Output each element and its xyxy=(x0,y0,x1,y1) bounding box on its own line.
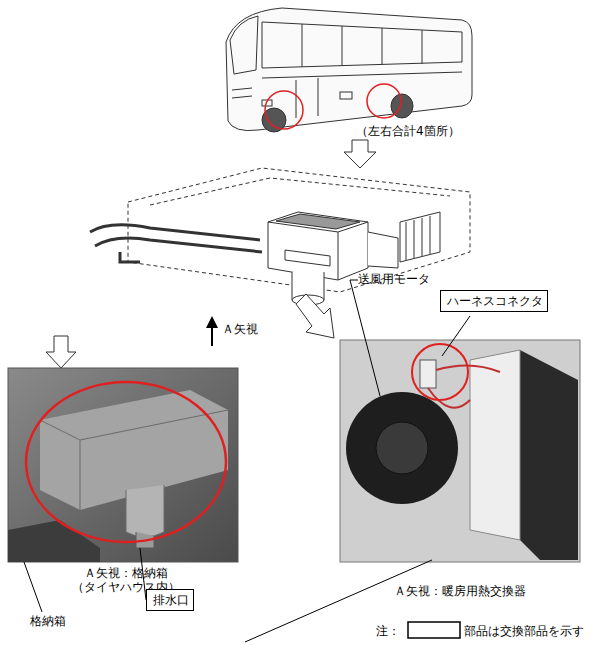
bus-trim xyxy=(232,72,462,98)
hollow-arrow xyxy=(46,336,76,368)
hatch xyxy=(340,92,352,99)
location-circle xyxy=(367,84,401,118)
note-text: 部品は交換部品を示す xyxy=(464,624,584,638)
view-arrow xyxy=(211,326,213,346)
replacement-part-box: 排水口 xyxy=(146,589,194,611)
legend-box xyxy=(408,622,460,638)
leader-line xyxy=(245,560,432,642)
window-pillars xyxy=(302,24,422,67)
fins xyxy=(406,216,430,260)
part-name: 格納箱 xyxy=(30,614,66,628)
leader-line xyxy=(24,562,42,612)
hollow-arrow xyxy=(344,140,376,168)
part-name: 送風用モータ xyxy=(358,272,430,286)
photo-frame xyxy=(340,340,580,562)
motor-hub xyxy=(376,422,428,474)
bus-windows xyxy=(262,22,462,68)
heat-exchanger-photo xyxy=(340,340,580,562)
fins xyxy=(400,212,440,262)
blower-motor xyxy=(346,392,458,504)
heater-grill xyxy=(276,214,360,229)
connector xyxy=(420,360,436,388)
mount-bracket xyxy=(520,350,578,560)
leader-line xyxy=(442,316,470,356)
note-text: 注： xyxy=(376,624,400,638)
bus-drawing xyxy=(226,8,472,132)
view-arrow xyxy=(206,316,218,328)
replacement-part-box: ハーネスコネクタ xyxy=(440,290,548,312)
frame-shadow xyxy=(8,520,100,562)
pipe xyxy=(120,252,140,262)
photo-frame xyxy=(8,368,238,562)
windshield xyxy=(230,16,258,74)
part-name: 排水口 xyxy=(153,593,187,607)
heater-slot xyxy=(285,250,330,266)
bus-body xyxy=(226,8,472,131)
highlight-ellipse xyxy=(26,382,226,542)
part-name: ハーネスコネクタ xyxy=(447,294,541,308)
hollow-arrow xyxy=(296,294,334,338)
heater-box-edge xyxy=(268,222,368,280)
highlight-circle xyxy=(412,344,468,400)
compartment-photo xyxy=(8,368,238,562)
heater-unit-drawing xyxy=(90,168,470,305)
housing xyxy=(470,350,520,540)
leader-line xyxy=(350,280,380,396)
drain-outlet xyxy=(126,485,164,537)
duct xyxy=(368,232,398,268)
pipe xyxy=(90,225,262,252)
heater-box xyxy=(268,212,368,280)
note-text: （左右合計4箇所） xyxy=(356,124,460,138)
location-circle xyxy=(265,91,303,129)
compartment-outline xyxy=(150,178,450,205)
photo-caption: Ａ矢視：暖房用熱交換器 xyxy=(394,584,526,598)
view-label: Ａ矢視 xyxy=(222,322,258,336)
